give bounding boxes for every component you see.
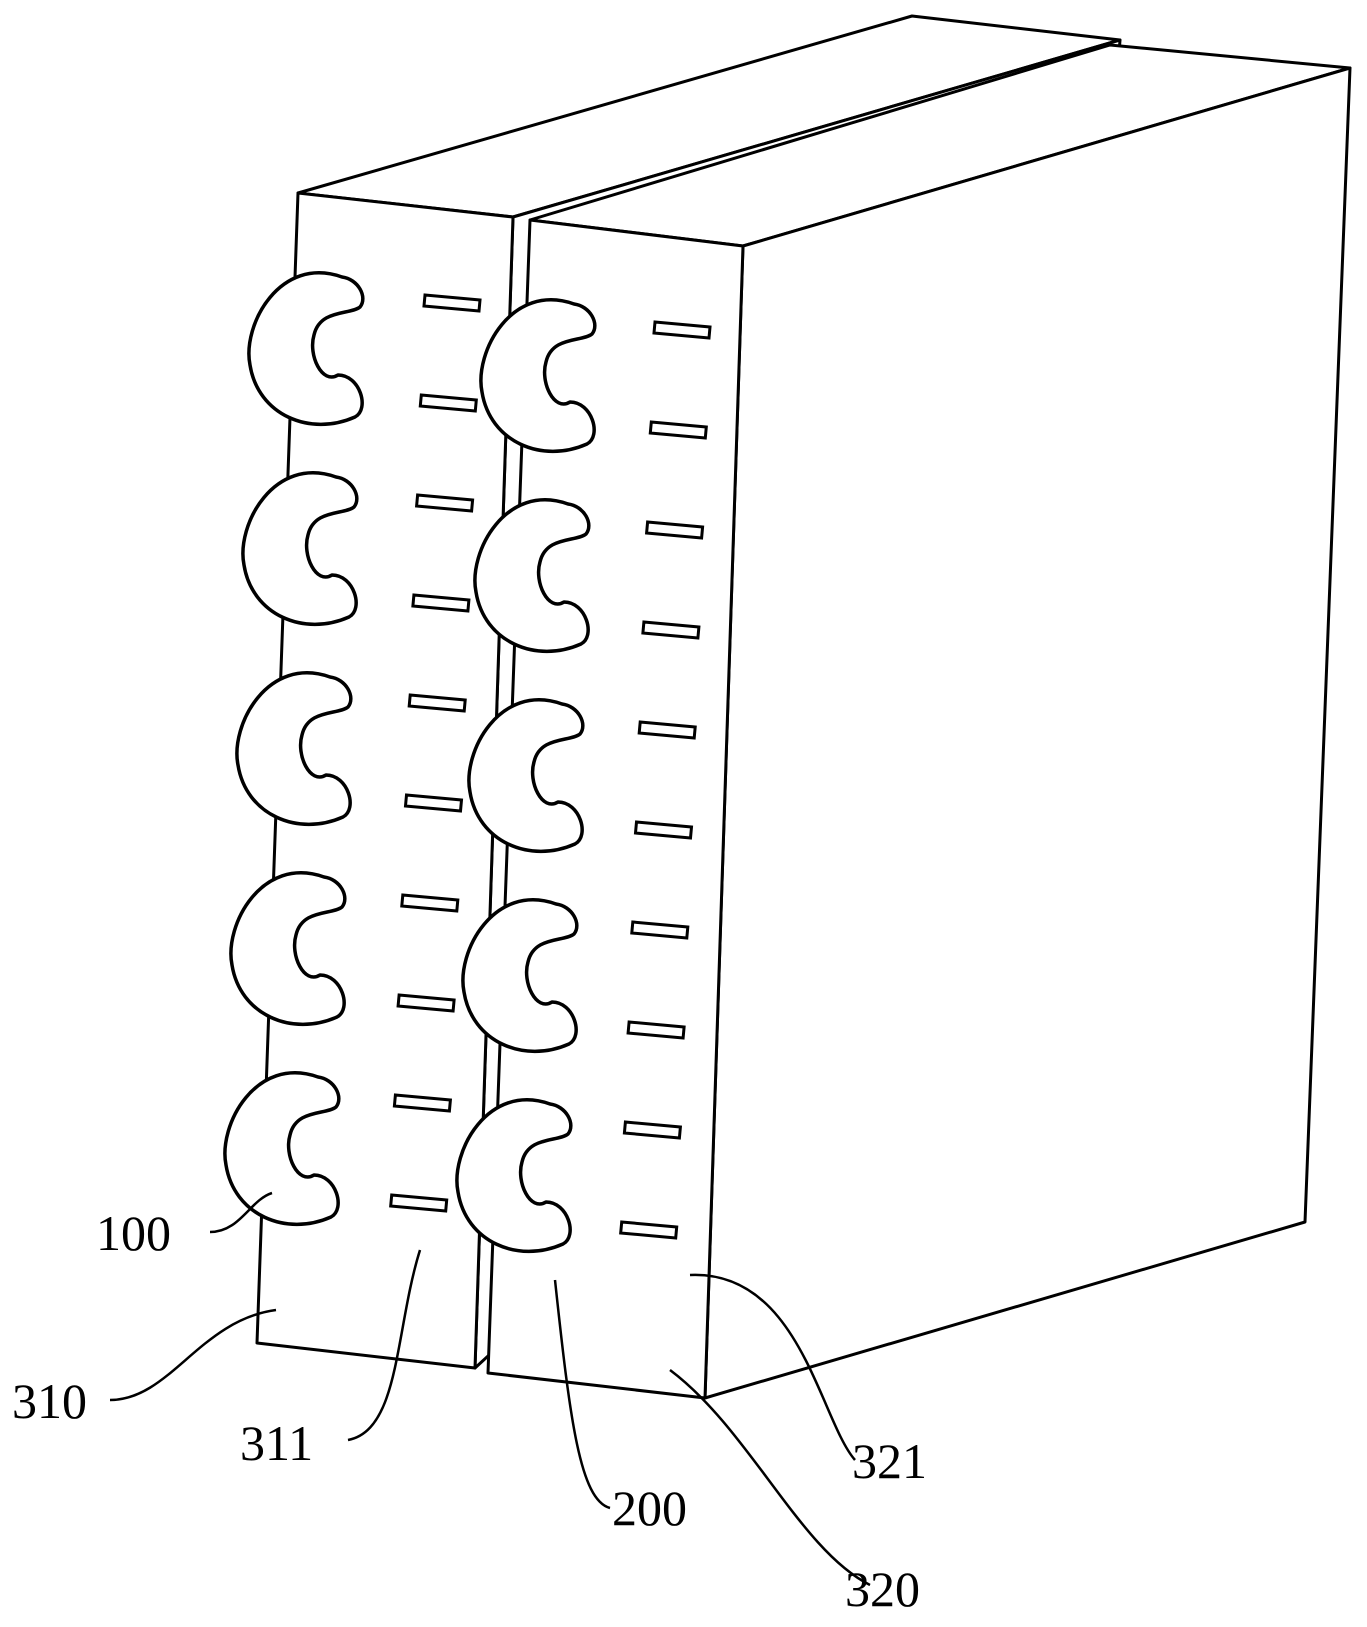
leader-321 — [689, 1273, 856, 1461]
left-panel-hole-4 — [229, 871, 347, 1027]
left-panel-slot-2 — [418, 393, 478, 413]
leader-311 — [347, 1249, 422, 1442]
right-panel-slot-9 — [622, 1120, 683, 1140]
left-panel-slot-8 — [396, 993, 456, 1013]
left-panel-slot-1 — [422, 293, 482, 313]
right-panel-hole-2 — [473, 498, 591, 654]
leader-100 — [209, 1191, 273, 1234]
right-panel-hole-3 — [467, 698, 585, 854]
left-panel-slot-5 — [407, 693, 467, 713]
left-panel-slot-6 — [403, 793, 464, 813]
leader-310 — [109, 1308, 277, 1402]
left-panel-hole-5 — [223, 1071, 341, 1227]
left-panel-hole-1 — [247, 271, 365, 427]
right-panel-slot-10 — [619, 1220, 679, 1240]
right-panel-hole-5 — [455, 1098, 573, 1254]
label-321: 321 — [852, 1433, 927, 1489]
right-panel-features — [455, 298, 712, 1254]
label-320: 320 — [845, 1561, 920, 1617]
left-panel-features — [223, 271, 482, 1227]
right-panel-slot-3 — [644, 520, 705, 540]
leader-320 — [669, 1369, 871, 1587]
right-slab — [455, 43, 1352, 1400]
right-panel-slot-1 — [652, 320, 712, 340]
label-310: 310 — [12, 1373, 87, 1429]
right-panel-slot-4 — [641, 620, 701, 640]
right-panel-slot-8 — [626, 1020, 686, 1040]
left-panel-slot-7 — [400, 893, 460, 913]
left-panel-slot-4 — [411, 593, 471, 613]
right-panel-slot-7 — [630, 920, 690, 940]
left-panel-slot-3 — [414, 493, 475, 513]
left-panel-hole-2 — [241, 471, 359, 627]
right-slab-side-face — [703, 66, 1352, 1400]
right-panel-hole-4 — [461, 898, 579, 1054]
left-panel-hole-3 — [235, 671, 353, 827]
right-panel-slot-5 — [637, 720, 697, 740]
right-panel-slot-6 — [633, 820, 694, 840]
left-panel-slot-9 — [392, 1093, 453, 1113]
leader-200 — [553, 1279, 611, 1510]
left-panel-slot-10 — [389, 1193, 449, 1213]
label-100: 100 — [96, 1205, 171, 1261]
right-panel-slot-2 — [648, 420, 708, 440]
label-200: 200 — [612, 1480, 687, 1536]
label-311: 311 — [240, 1415, 313, 1471]
right-panel-hole-1 — [479, 298, 597, 454]
